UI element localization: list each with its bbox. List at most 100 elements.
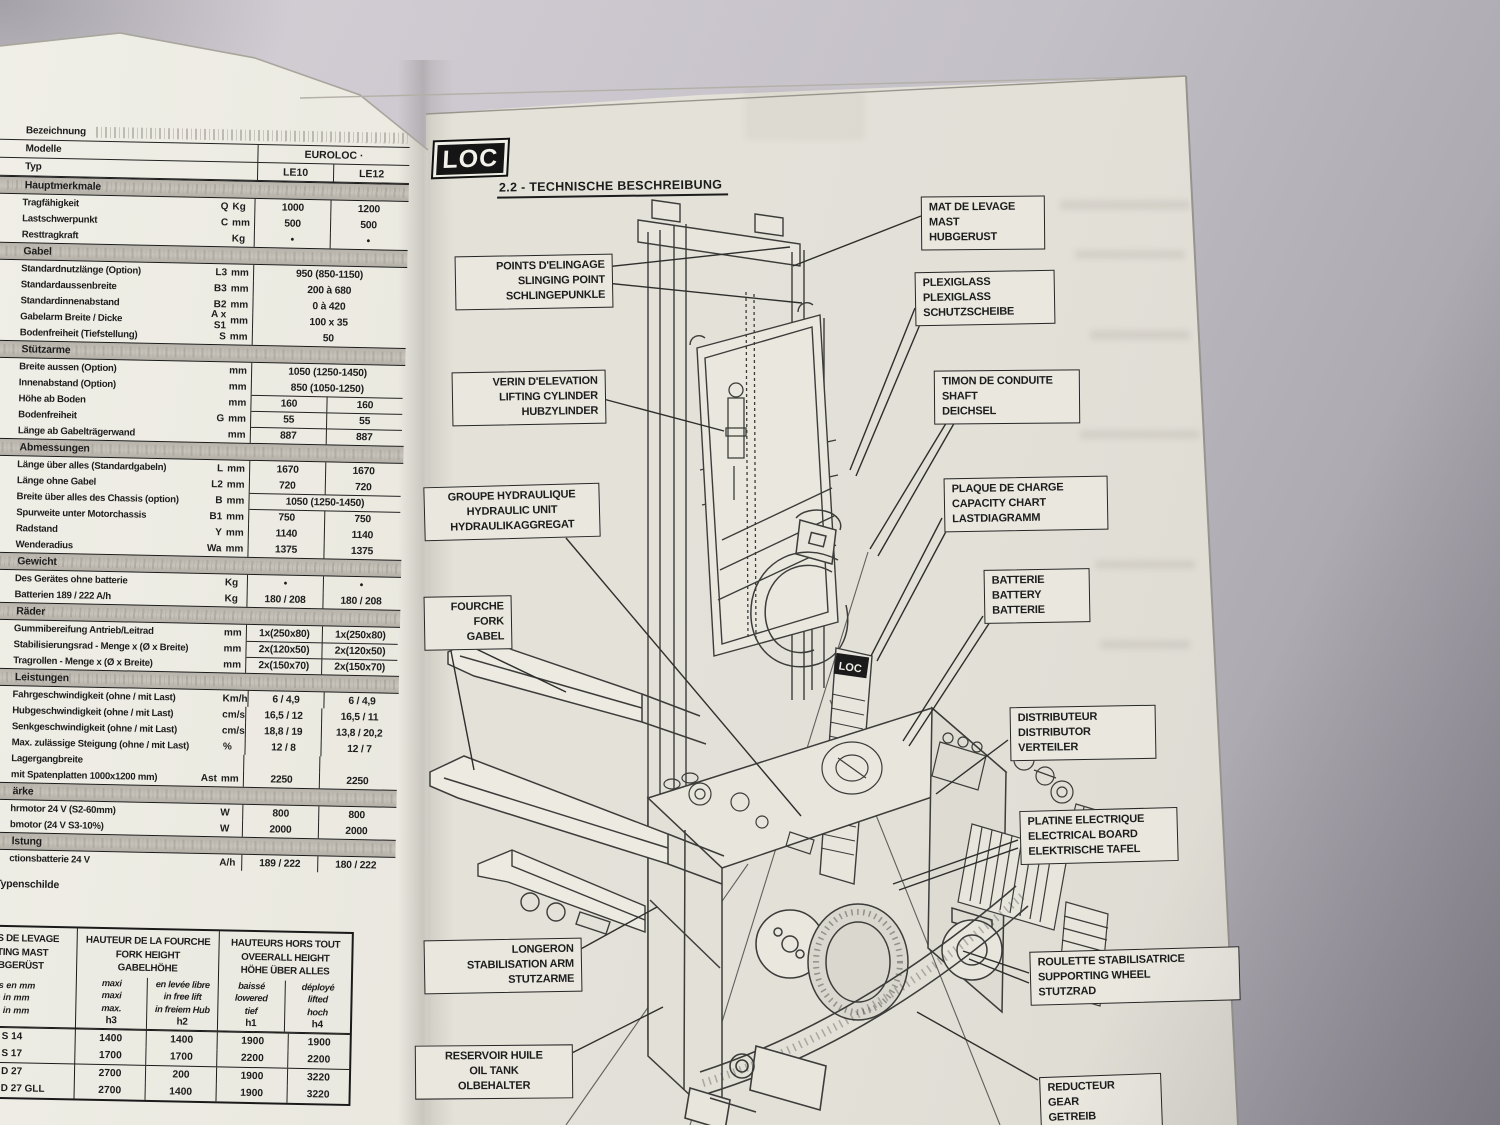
value-le10: 500 — [284, 217, 302, 230]
row-label: Standardinnenabstand — [20, 294, 120, 308]
value-le12: 1140 — [323, 526, 401, 544]
row-symbol — [185, 862, 215, 863]
row-unit: mm — [223, 658, 242, 671]
value-le10: 2x(120x50) — [246, 640, 322, 659]
row-unit: mm — [227, 428, 246, 441]
row-symbol — [189, 746, 219, 747]
section-title: 2.2 - TECHNISCHE BESCHREIBUNG — [496, 177, 729, 199]
value-le12 — [319, 756, 396, 774]
value-le10: 1000 — [281, 201, 305, 214]
label-line: GETREIB — [1048, 1110, 1097, 1124]
row-symbol: Wa — [206, 542, 222, 554]
row-symbol: B1 — [209, 510, 223, 522]
sub-line: ss in mm — [0, 1004, 30, 1016]
row-unit: Kg — [231, 232, 246, 245]
row-symbol — [189, 664, 219, 665]
value-le12: 16,5 / 11 — [320, 708, 398, 726]
row-unit: mm — [226, 510, 245, 523]
row-symbol — [186, 828, 216, 829]
row-symbol: S — [219, 330, 226, 342]
sub-line: en levée libre — [155, 978, 210, 990]
label-line: LASTDIAGRAMM — [952, 511, 1041, 526]
row-label: Bodenfreiheit — [18, 408, 77, 421]
row-unit: W — [219, 822, 230, 835]
sub-line: h4 — [311, 1019, 323, 1031]
value-le10: 6 / 4,9 — [272, 693, 300, 706]
row-unit: cm/s — [221, 724, 245, 737]
row-unit: mm — [230, 314, 249, 327]
row-symbol — [195, 402, 225, 403]
row-symbol — [188, 730, 218, 731]
label-line: FORK — [473, 615, 505, 628]
sub-line: h1 — [245, 1017, 257, 1030]
row-symbol — [195, 370, 225, 371]
mast-value: 1400 — [75, 1028, 147, 1048]
value-le12: 55 — [325, 412, 403, 430]
value-le10: 55 — [251, 410, 327, 429]
show-through — [1060, 200, 1190, 210]
section-title: Räder — [16, 605, 46, 618]
row-label: hrmotor 24 V (S2-60mm) — [10, 802, 116, 816]
title-line: HÖHE ÜBER ALLES — [240, 964, 330, 978]
row-label: Gummibereifung Antrieb/Leitrad — [13, 622, 154, 637]
sub-line: h2 — [176, 1016, 188, 1028]
mast-value: 1400 — [145, 1082, 217, 1101]
mast-value: 1700 — [146, 1047, 218, 1066]
row-label: Tragrollen - Menge x (Ø x Breite) — [13, 654, 153, 669]
row-unit: mm — [230, 266, 250, 279]
value-le10: • — [290, 234, 295, 246]
section-title: Leistungen — [14, 671, 70, 685]
mast-value: 1900 — [216, 1083, 288, 1103]
show-through — [1090, 330, 1190, 340]
show-through — [1100, 640, 1190, 649]
value-le10: 887 — [250, 426, 326, 445]
value-le12: 500 — [329, 216, 407, 234]
row-label: Lastschwerpunkt — [22, 212, 98, 226]
value-le12: 2x(150x70) — [321, 658, 398, 676]
sub-line: in freiem Hub — [154, 1003, 210, 1015]
row-label: Senkgeschwindigkeit (ohne / mit Last) — [11, 720, 178, 735]
row-label: Stabilisierungsrad - Menge x (Ø x Breite… — [13, 638, 189, 654]
value-le12: 6 / 4,9 — [323, 692, 400, 710]
row-symbol — [188, 714, 218, 715]
mast-value: 2700 — [74, 1063, 147, 1083]
mast-value: 1700 — [75, 1045, 147, 1065]
section-title: Gabel — [23, 245, 52, 258]
loc-logo-text: LOC — [435, 142, 506, 175]
row-label: mit Spatenplatten 1000x1200 mm) — [10, 768, 158, 783]
row-label: Spurweite unter Motorchassis — [16, 506, 147, 521]
value-le12: 720 — [324, 478, 401, 496]
value-le10: 720 — [278, 479, 296, 492]
section-title: Hauptmerkmale — [24, 179, 102, 193]
modelle-label: Modelle — [25, 143, 62, 156]
value-le10: 2250 — [270, 773, 293, 786]
mast-model: D 27 GLL — [0, 1079, 75, 1098]
label-line: FOURCHE — [450, 600, 504, 614]
row-symbol — [191, 598, 221, 599]
mast-value: 200 — [145, 1065, 218, 1084]
row-unit: mm — [228, 412, 247, 425]
sub-line: es in mm — [0, 992, 30, 1003]
row-unit: mm — [231, 216, 251, 229]
show-through — [745, 90, 865, 140]
row-symbol: L — [216, 462, 224, 474]
row-unit: Kg — [232, 200, 246, 213]
row-symbol: B — [215, 494, 223, 506]
value-le12: 2x(120x50) — [321, 642, 398, 660]
mast-value: 1900 — [307, 1036, 331, 1049]
row-symbol — [194, 434, 224, 435]
label-line: OLBEHALTER — [457, 1079, 531, 1093]
value-le10: 800 — [272, 807, 290, 820]
title-line: HAUTEUR DE LA FOURCHE — [85, 934, 211, 949]
